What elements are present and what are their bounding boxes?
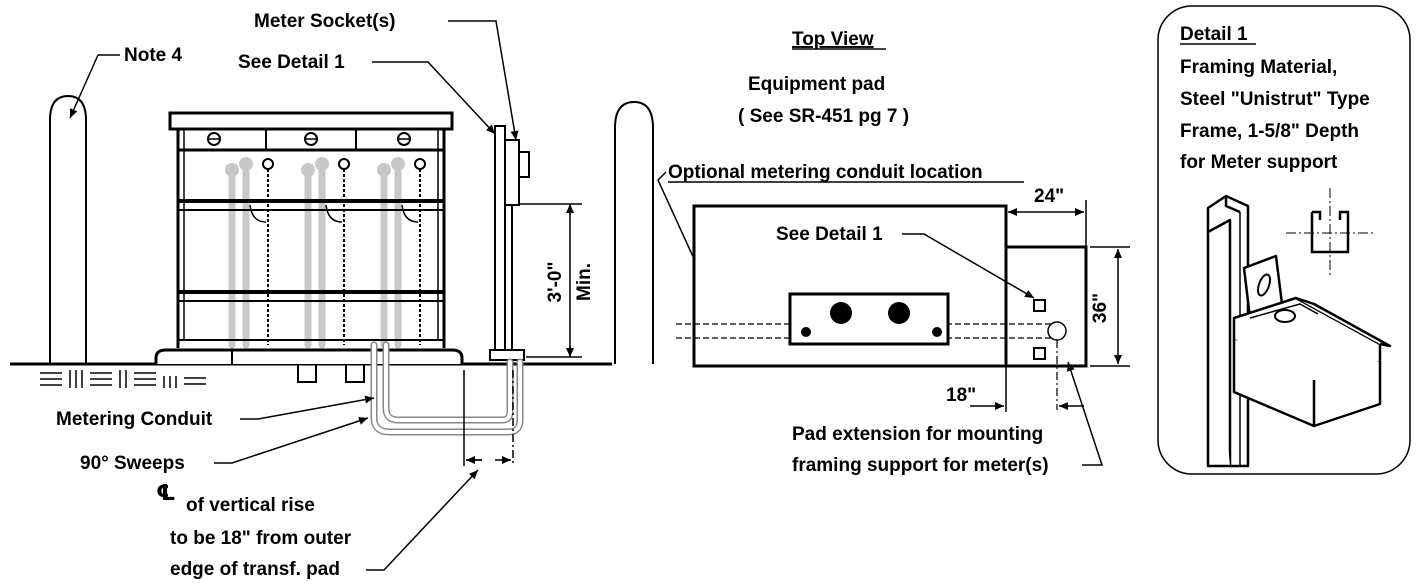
see-detail-1-leader (372, 61, 496, 135)
top-see-detail-1-label: See Detail 1 (776, 224, 883, 245)
height-dimension (520, 203, 582, 358)
detail-1-line-3: Frame, 1-5/8" Depth (1180, 121, 1359, 142)
ghost-conduits (228, 161, 402, 349)
equipment-pad-ref: ( See SR-451 pg 7 ) (738, 106, 909, 127)
ground-hatch (40, 370, 206, 388)
sweeps-leader (214, 417, 369, 464)
top-view-title: Top View (792, 29, 874, 50)
equipment-pad-label: Equipment pad (748, 74, 885, 95)
side-view: 3'-0" Min. Note 4 Meter Socket(s) See De… (10, 11, 654, 580)
unistrut-section-icon (1286, 188, 1374, 278)
dim-36-label: 36" (1090, 293, 1111, 323)
dim-24-label: 24" (1034, 186, 1064, 207)
rise-note-leader (366, 469, 479, 571)
see-detail-1-label: See Detail 1 (238, 52, 345, 73)
detail-1-line-4: for Meter support (1180, 152, 1338, 173)
centerline-icon: ℄ (156, 480, 176, 505)
offset-dimension (463, 370, 514, 466)
meter-sockets-label: Meter Socket(s) (254, 11, 396, 32)
pad-extension-label-2: framing support for meter(s) (792, 455, 1049, 476)
detail-1-line-1: Framing Material, (1180, 57, 1337, 78)
height-dimension-min-label: Min. (574, 263, 595, 301)
pad-extension-label-1: Pad extension for mounting (792, 424, 1043, 445)
rise-note-line-3: edge of transf. pad (170, 559, 340, 580)
top-see-detail-1-leader (902, 233, 1035, 299)
ghost-conduit-caps (225, 157, 405, 177)
rise-note-line-1: of vertical rise (186, 495, 315, 516)
note4-label: Note 4 (124, 45, 183, 66)
rise-note-line-2: to be 18" from outer (170, 528, 352, 549)
bollard-right (614, 100, 654, 364)
height-dimension-label: 3'-0" (545, 262, 566, 303)
unistrut-frame (1206, 194, 1392, 468)
detail-1-frame (1157, 5, 1411, 475)
detail-1-line-2: Steel "Unistrut" Type (1180, 89, 1370, 110)
meter-support (489, 125, 530, 361)
bollard-left (49, 94, 87, 364)
sweeps-label: 90° Sweeps (80, 453, 185, 474)
detail-1: Detail 1 Framing Material, Steel "Unistr… (1157, 5, 1411, 475)
pad-extension (1006, 245, 1088, 368)
metering-conduit-label: Metering Conduit (56, 409, 213, 430)
metering-conduit-leader (240, 395, 375, 420)
meter-sockets-leader (448, 20, 519, 141)
detail-1-title: Detail 1 (1180, 24, 1248, 45)
transformer (168, 111, 454, 348)
metering-conduit-sweeps (370, 341, 524, 436)
pad-extension-leader (1067, 361, 1104, 466)
dim-18-label: 18" (946, 385, 976, 406)
optional-conduit-label: Optional metering conduit location (668, 162, 983, 183)
top-view: Top View Equipment pad ( See SR-451 pg 7… (657, 29, 1130, 476)
transformer-footprint (788, 292, 950, 346)
transformer-pad (154, 348, 464, 364)
